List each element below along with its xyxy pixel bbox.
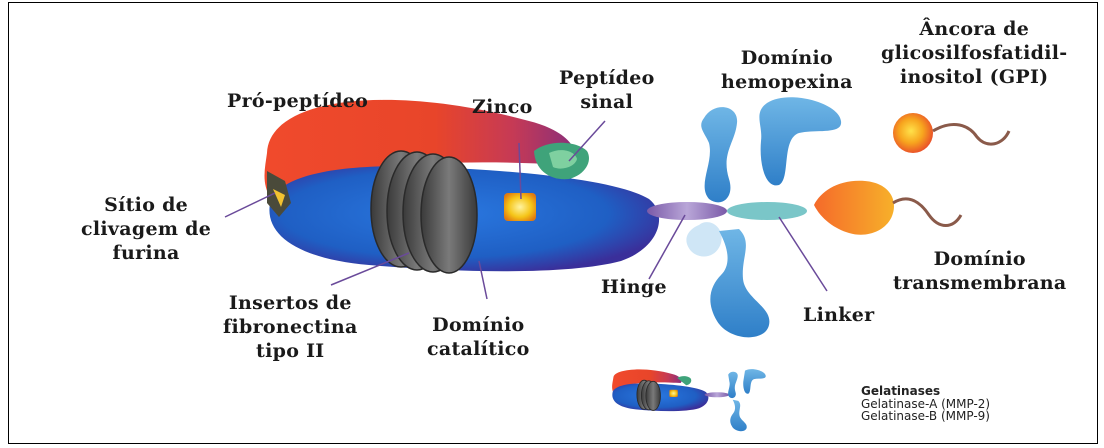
label-furin-cleavage-site: Sítio de clivagem de furina [81, 193, 211, 265]
legend-title: Gelatinases [861, 384, 940, 398]
label-transmembrane-domain: Domínio transmembrana [893, 247, 1067, 295]
label-signal-peptide: Peptídeo sinal [559, 66, 655, 114]
fibronectin-rings [371, 151, 477, 273]
label-hinge: Hinge [601, 275, 667, 299]
label-hemopexin-domain: Domínio hemopexina [721, 46, 853, 94]
label-catalytic-domain: Domínio catalítico [427, 313, 530, 361]
label-fibronectin-inserts: Insertos de fibronectina tipo II [223, 291, 358, 363]
label-linker: Linker [803, 303, 874, 327]
label-gpi-anchor: Âncora de glicosilfosfatidil- inositol (… [881, 17, 1067, 89]
transmembrane-shape [814, 181, 894, 235]
label-zinc: Zinco [472, 95, 533, 119]
hinge-shape [647, 202, 727, 220]
label-pro-peptide: Pró-peptídeo [227, 89, 368, 113]
legend-item-mmp9: Gelatinase-B (MMP-9) [861, 410, 990, 423]
zinc-shape [504, 193, 536, 221]
gpi-anchor-shape [893, 113, 933, 153]
legend: Gelatinases Gelatinase-A (MMP-2) Gelatin… [861, 385, 990, 423]
linker-shape [727, 202, 807, 220]
legend-mini-molecule [612, 369, 766, 431]
mmp-domain-diagram: Pró-peptídeo Zinco Peptídeo sinal Domíni… [8, 2, 1098, 444]
